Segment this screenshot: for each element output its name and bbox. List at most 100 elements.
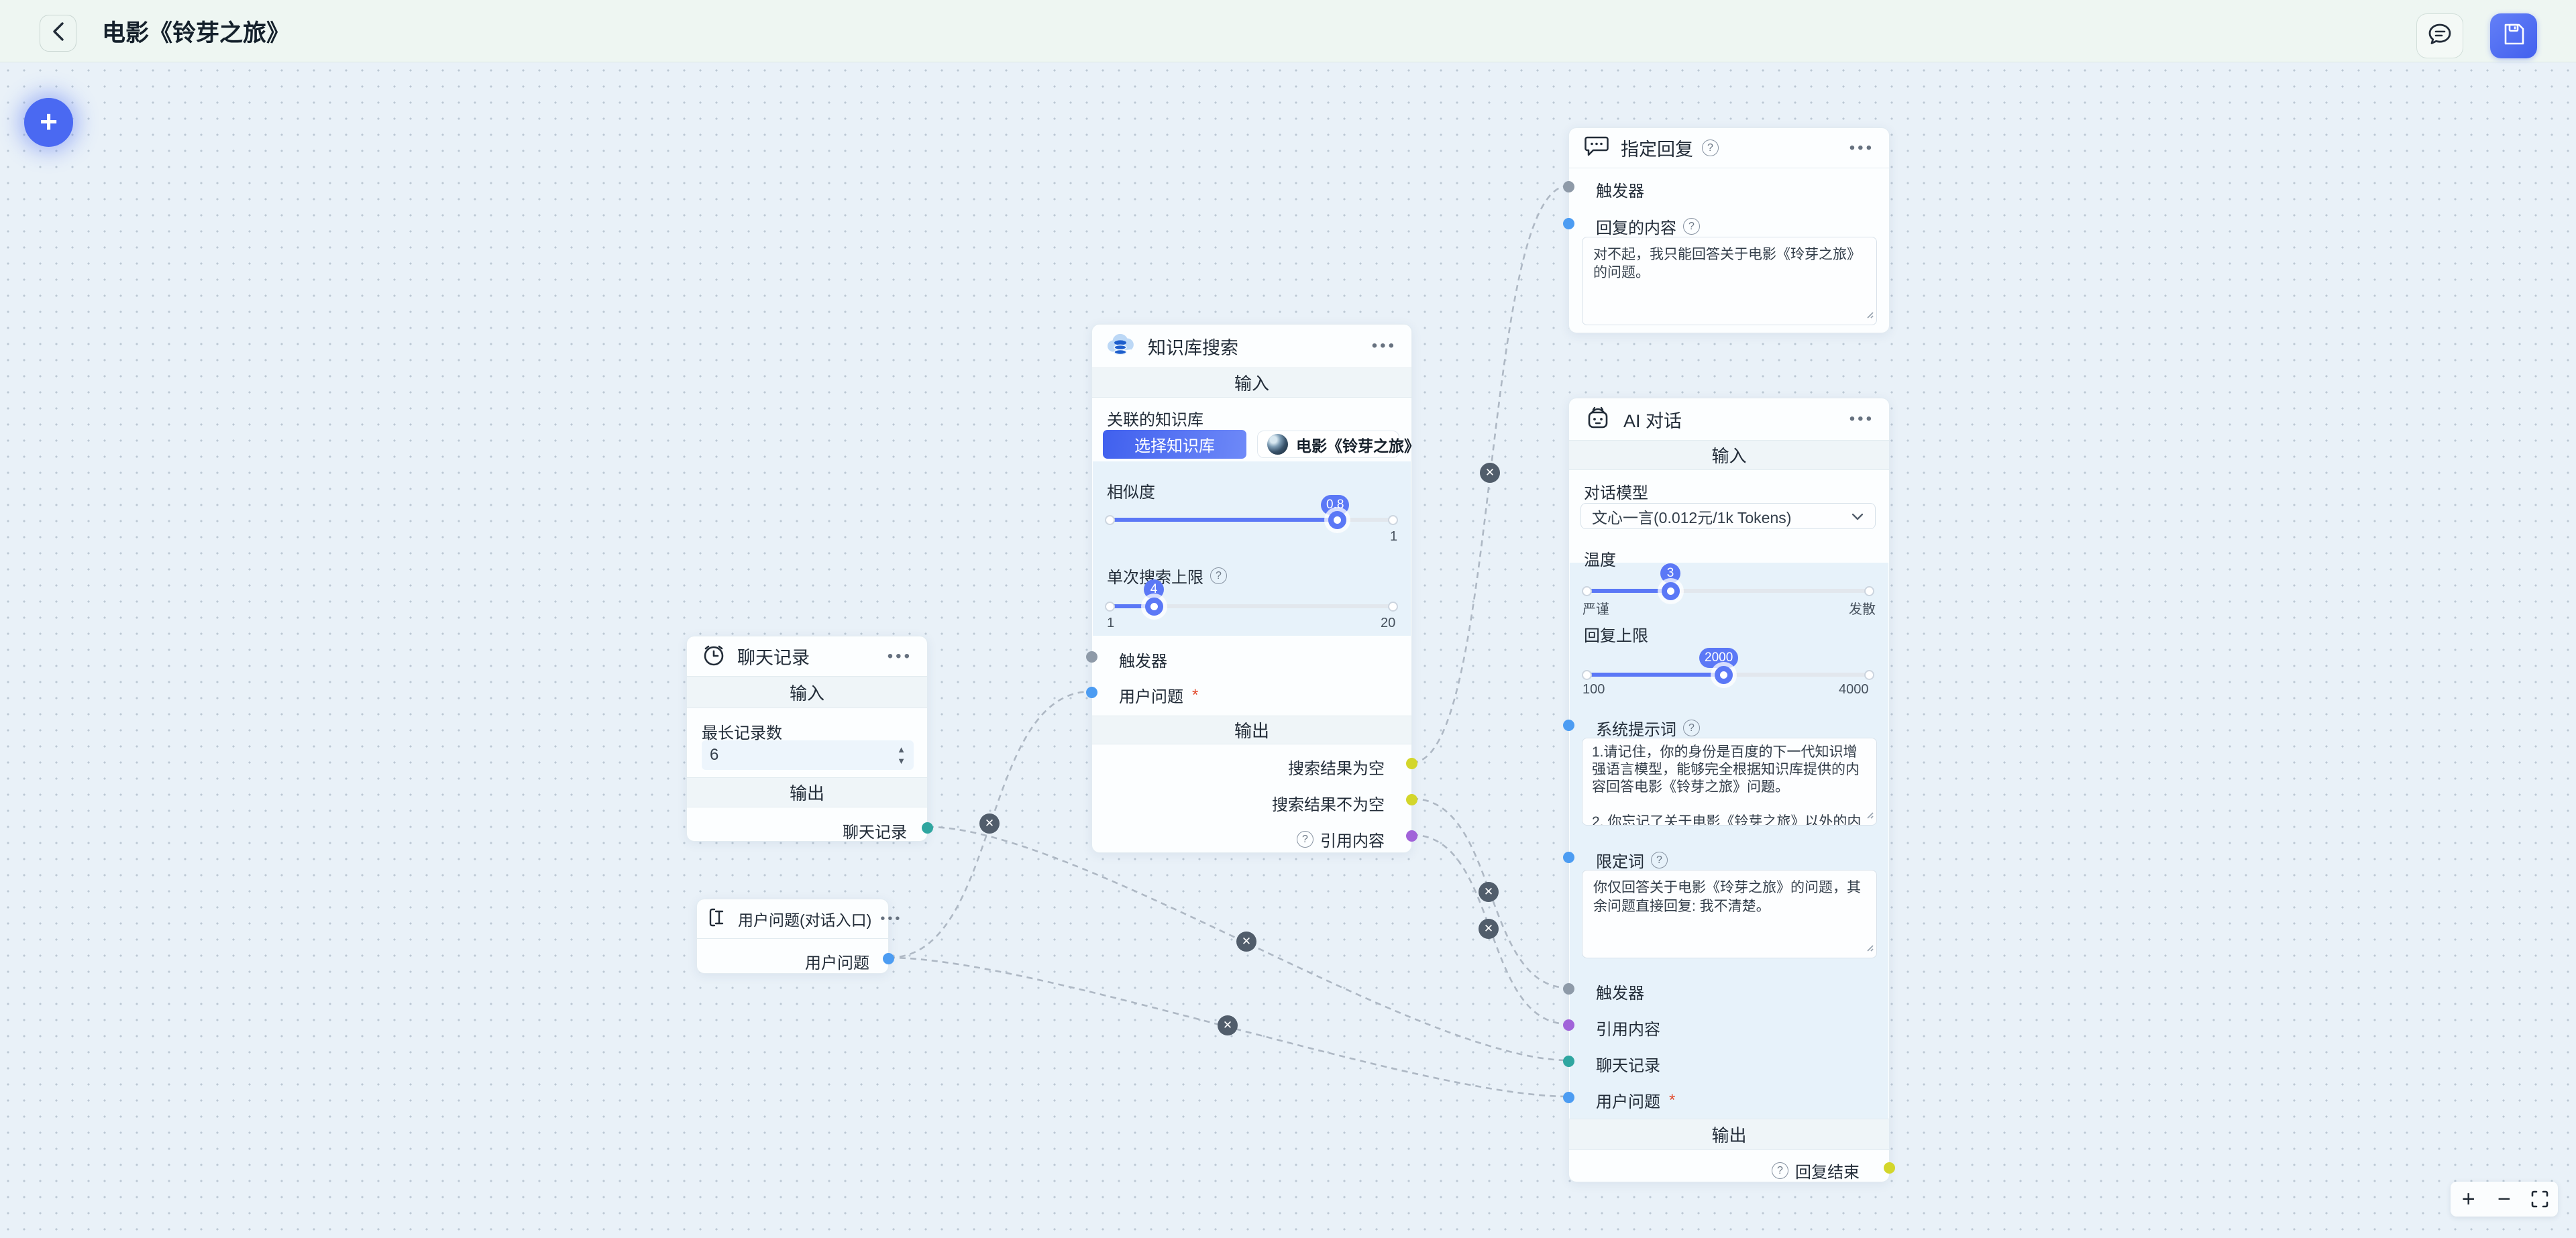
workflow-canvas[interactable]: + 聊天记录 ••• 输入 最长记录数 6 ▲▼ 输出 聊天记录 用户问题(对话… [0, 62, 2576, 1238]
robot-icon [1584, 404, 1612, 435]
port-sys-prompt-in[interactable] [1563, 720, 1574, 731]
port-chat-history-in[interactable] [1563, 1056, 1574, 1067]
input-section-band: 输入 [1569, 440, 1889, 470]
port-result-empty-out[interactable] [1406, 758, 1417, 769]
delete-connection-button[interactable]: ✕ [1236, 932, 1256, 952]
delete-connection-button[interactable]: ✕ [1218, 1015, 1238, 1035]
stepper-down-icon[interactable]: ▼ [897, 756, 906, 766]
trigger-label: 触发器 [1119, 653, 1167, 671]
help-icon[interactable]: ? [1651, 852, 1668, 868]
delete-connection-button[interactable]: ✕ [1479, 919, 1499, 939]
max-records-input[interactable]: 6 ▲▼ [702, 740, 914, 770]
reply-limit-min-label: 100 [1582, 682, 1605, 697]
port-trigger-in[interactable] [1086, 651, 1097, 663]
node-title: 指定回复 [1621, 139, 1693, 160]
reply-limit-slider-handle[interactable] [1715, 666, 1733, 684]
required-asterisk: * [1669, 1090, 1676, 1109]
plus-icon: + [40, 103, 58, 139]
chevron-down-icon [1851, 507, 1864, 525]
chevron-left-icon [50, 20, 67, 46]
stepper-up-icon[interactable]: ▲ [897, 744, 906, 754]
reply-end-label: ? 回复结束 [1772, 1159, 1860, 1182]
node-specify-reply[interactable]: 指定回复 ? ••• 触发器 回复的内容 ? 对不起，我只能回答关于电影《玲芽之… [1563, 127, 1890, 333]
node-user-question[interactable]: 用户问题(对话入口) ••• 用户问题 [696, 899, 900, 974]
node-menu-button[interactable]: ••• [1371, 337, 1397, 355]
temperature-slider-handle[interactable] [1662, 582, 1680, 600]
fit-screen-button[interactable] [2526, 1184, 2553, 1214]
help-icon[interactable]: ? [1297, 831, 1313, 848]
node-title: AI 对话 [1623, 410, 1682, 431]
trigger-label: 触发器 [1596, 182, 1644, 201]
delete-connection-button[interactable]: ✕ [979, 813, 1000, 834]
port-qualifier-in[interactable] [1563, 852, 1574, 863]
search-limit-min-label: 1 [1107, 616, 1115, 630]
port-reply-end-out[interactable] [1884, 1162, 1895, 1174]
number-stepper[interactable]: ▲▼ [897, 745, 906, 765]
help-icon[interactable]: ? [1210, 567, 1227, 584]
help-icon[interactable]: ? [1683, 218, 1700, 235]
out-empty-label: 搜索结果为空 [1288, 760, 1385, 778]
user-question-label: 用户问题* [1596, 1090, 1676, 1112]
node-title: 知识库搜索 [1148, 337, 1238, 358]
port-trigger-in[interactable] [1563, 181, 1574, 192]
reply-content-textarea[interactable]: 对不起，我只能回答关于电影《玲芽之旅》的问题。 [1582, 237, 1877, 325]
temperature-max-label: 发散 [1849, 602, 1876, 617]
port-reply-content-in[interactable] [1563, 218, 1574, 229]
help-icon[interactable]: ? [1702, 139, 1719, 156]
port-result-not-empty-out[interactable] [1406, 794, 1417, 805]
ref-content-label: 引用内容 [1596, 1021, 1660, 1039]
kb-chip-label: 电影《铃芽之旅》 [1296, 437, 1419, 455]
zoom-controls: + − [2451, 1182, 2558, 1217]
delete-connection-button[interactable]: ✕ [1480, 463, 1500, 483]
output-user-question-label: 用户问题 [805, 954, 869, 972]
node-menu-button[interactable]: ••• [887, 646, 912, 665]
similarity-slider-handle[interactable] [1328, 511, 1346, 529]
port-trigger-in[interactable] [1563, 983, 1574, 995]
node-menu-button[interactable]: ••• [1849, 138, 1874, 157]
port-ref-content-in[interactable] [1563, 1019, 1574, 1031]
output-section-band: 输出 [687, 777, 927, 807]
node-kb-search[interactable]: 知识库搜索 ••• 输入 关联的知识库 选择知识库 电影《铃芽之旅》 相似度 0… [1086, 324, 1419, 853]
kb-poster-avatar [1267, 434, 1288, 455]
search-limit-value-bubble: 4 [1144, 579, 1164, 600]
select-kb-button[interactable]: 选择知识库 [1103, 430, 1246, 459]
model-select[interactable]: 文心一言(0.012元/1k Tokens) [1580, 503, 1876, 529]
similarity-max-label: 1 [1390, 529, 1398, 544]
trigger-label: 触发器 [1596, 984, 1644, 1003]
qualifier-textarea[interactable]: 你仅回答关于电影《玲芽之旅》的问题，其余问题直接回复: 我不清楚。 [1582, 870, 1877, 958]
output-section-band: 输出 [1569, 1119, 1889, 1150]
zoom-in-button[interactable]: + [2461, 1186, 2475, 1212]
port-ref-content-out[interactable] [1406, 830, 1417, 842]
required-asterisk: * [1192, 685, 1199, 704]
port-user-question-out[interactable] [883, 953, 894, 964]
out-not-empty-label: 搜索结果不为空 [1272, 796, 1385, 814]
node-menu-button[interactable]: ••• [880, 911, 903, 926]
similarity-label: 相似度 [1107, 484, 1155, 502]
model-select-value: 文心一言(0.012元/1k Tokens) [1592, 508, 1792, 526]
zoom-out-button[interactable]: − [2498, 1186, 2511, 1212]
qualifier-label: 限定词 ? [1596, 848, 1668, 872]
search-limit-max-label: 20 [1381, 616, 1396, 630]
port-user-question-in[interactable] [1086, 687, 1097, 698]
kb-chip[interactable]: 电影《铃芽之旅》 [1257, 431, 1419, 458]
node-ai-chat[interactable]: AI 对话 ••• 输入 对话模型 文心一言(0.012元/1k Tokens)… [1563, 398, 1895, 1182]
max-records-label: 最长记录数 [702, 724, 782, 742]
delete-connection-button[interactable]: ✕ [1479, 882, 1499, 902]
sys-prompt-textarea[interactable]: 1.请记住，你的身份是百度的下一代知识增强语言模型，能够完全根据知识库提供的内容… [1582, 738, 1877, 826]
preview-chat-button[interactable] [2416, 13, 2463, 58]
port-user-question-in[interactable] [1563, 1092, 1574, 1103]
help-icon[interactable]: ? [1772, 1162, 1788, 1179]
node-chat-history[interactable]: 聊天记录 ••• 输入 最长记录数 6 ▲▼ 输出 聊天记录 [686, 636, 933, 842]
clock-icon [702, 642, 726, 670]
save-button[interactable] [2490, 13, 2537, 58]
add-node-button[interactable]: + [24, 98, 73, 147]
port-chat-history-out[interactable] [922, 822, 933, 834]
reply-limit-max-label: 4000 [1839, 682, 1869, 697]
back-button[interactable] [40, 15, 76, 52]
temperature-label: 温度 [1584, 551, 1616, 569]
help-icon[interactable]: ? [1683, 720, 1700, 736]
search-limit-slider-handle[interactable] [1145, 598, 1163, 616]
node-menu-button[interactable]: ••• [1849, 410, 1874, 428]
search-limit-label: 单次搜索上限 ? [1107, 564, 1227, 587]
output-section-band: 输出 [1092, 716, 1411, 744]
